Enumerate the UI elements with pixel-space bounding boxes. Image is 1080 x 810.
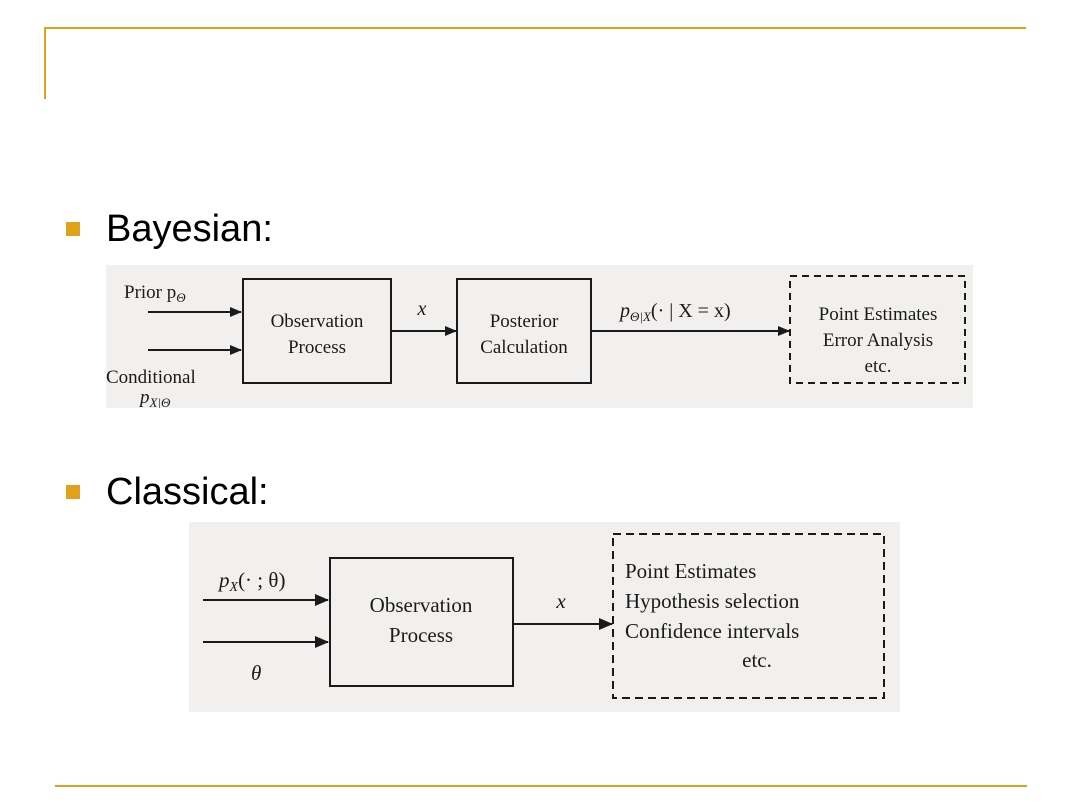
top-rule	[44, 27, 1026, 29]
bottom-rule	[55, 785, 1027, 787]
section-heading-classical: Classical:	[106, 471, 269, 513]
output-dashed-box	[612, 533, 885, 699]
prior-label: Prior pΘ	[124, 282, 186, 305]
pdf-label: pX(· ; θ)	[217, 568, 285, 595]
bayesian-diagram-svg: Prior pΘ Conditional pX|Θ Observation Pr…	[106, 275, 966, 410]
box1-line2: Process	[389, 623, 453, 647]
observation-process-box	[329, 557, 514, 687]
classical-diagram: pX(· ; θ) θ Observation Process x Point …	[189, 522, 900, 712]
box2-line1: Posterior	[490, 311, 559, 332]
output-line1: Point Estimates	[625, 559, 756, 583]
bullet-square-icon	[66, 222, 80, 236]
bullet-square-icon	[66, 485, 80, 499]
section-heading-bayesian: Bayesian:	[106, 208, 273, 250]
box1-line1: Observation	[370, 593, 473, 617]
output-line2: Hypothesis selection	[625, 589, 800, 613]
bayesian-diagram: Prior pΘ Conditional pX|Θ Observation Pr…	[106, 265, 973, 410]
x-label: x	[417, 298, 427, 320]
output-line1: Point Estimates	[819, 304, 938, 325]
conditional-sym: pX|Θ	[138, 387, 171, 408]
posterior-label: pΘ|X(· | X = x)	[618, 300, 731, 324]
output-line3: Confidence intervals	[625, 619, 799, 643]
output-line3: etc.	[865, 356, 892, 377]
output-line2: Error Analysis	[823, 330, 933, 351]
left-rule	[44, 27, 46, 99]
theta-label: θ	[251, 661, 261, 685]
classical-diagram-svg: pX(· ; θ) θ Observation Process x Point …	[203, 533, 885, 699]
box2-line2: Calculation	[480, 337, 568, 358]
output-dashed-box	[789, 275, 966, 384]
conditional-label: Conditional	[106, 367, 196, 388]
box1-line1: Observation	[271, 311, 364, 332]
output-line4: etc.	[742, 648, 772, 672]
box1-line2: Process	[288, 337, 346, 358]
x-label: x	[555, 589, 566, 613]
